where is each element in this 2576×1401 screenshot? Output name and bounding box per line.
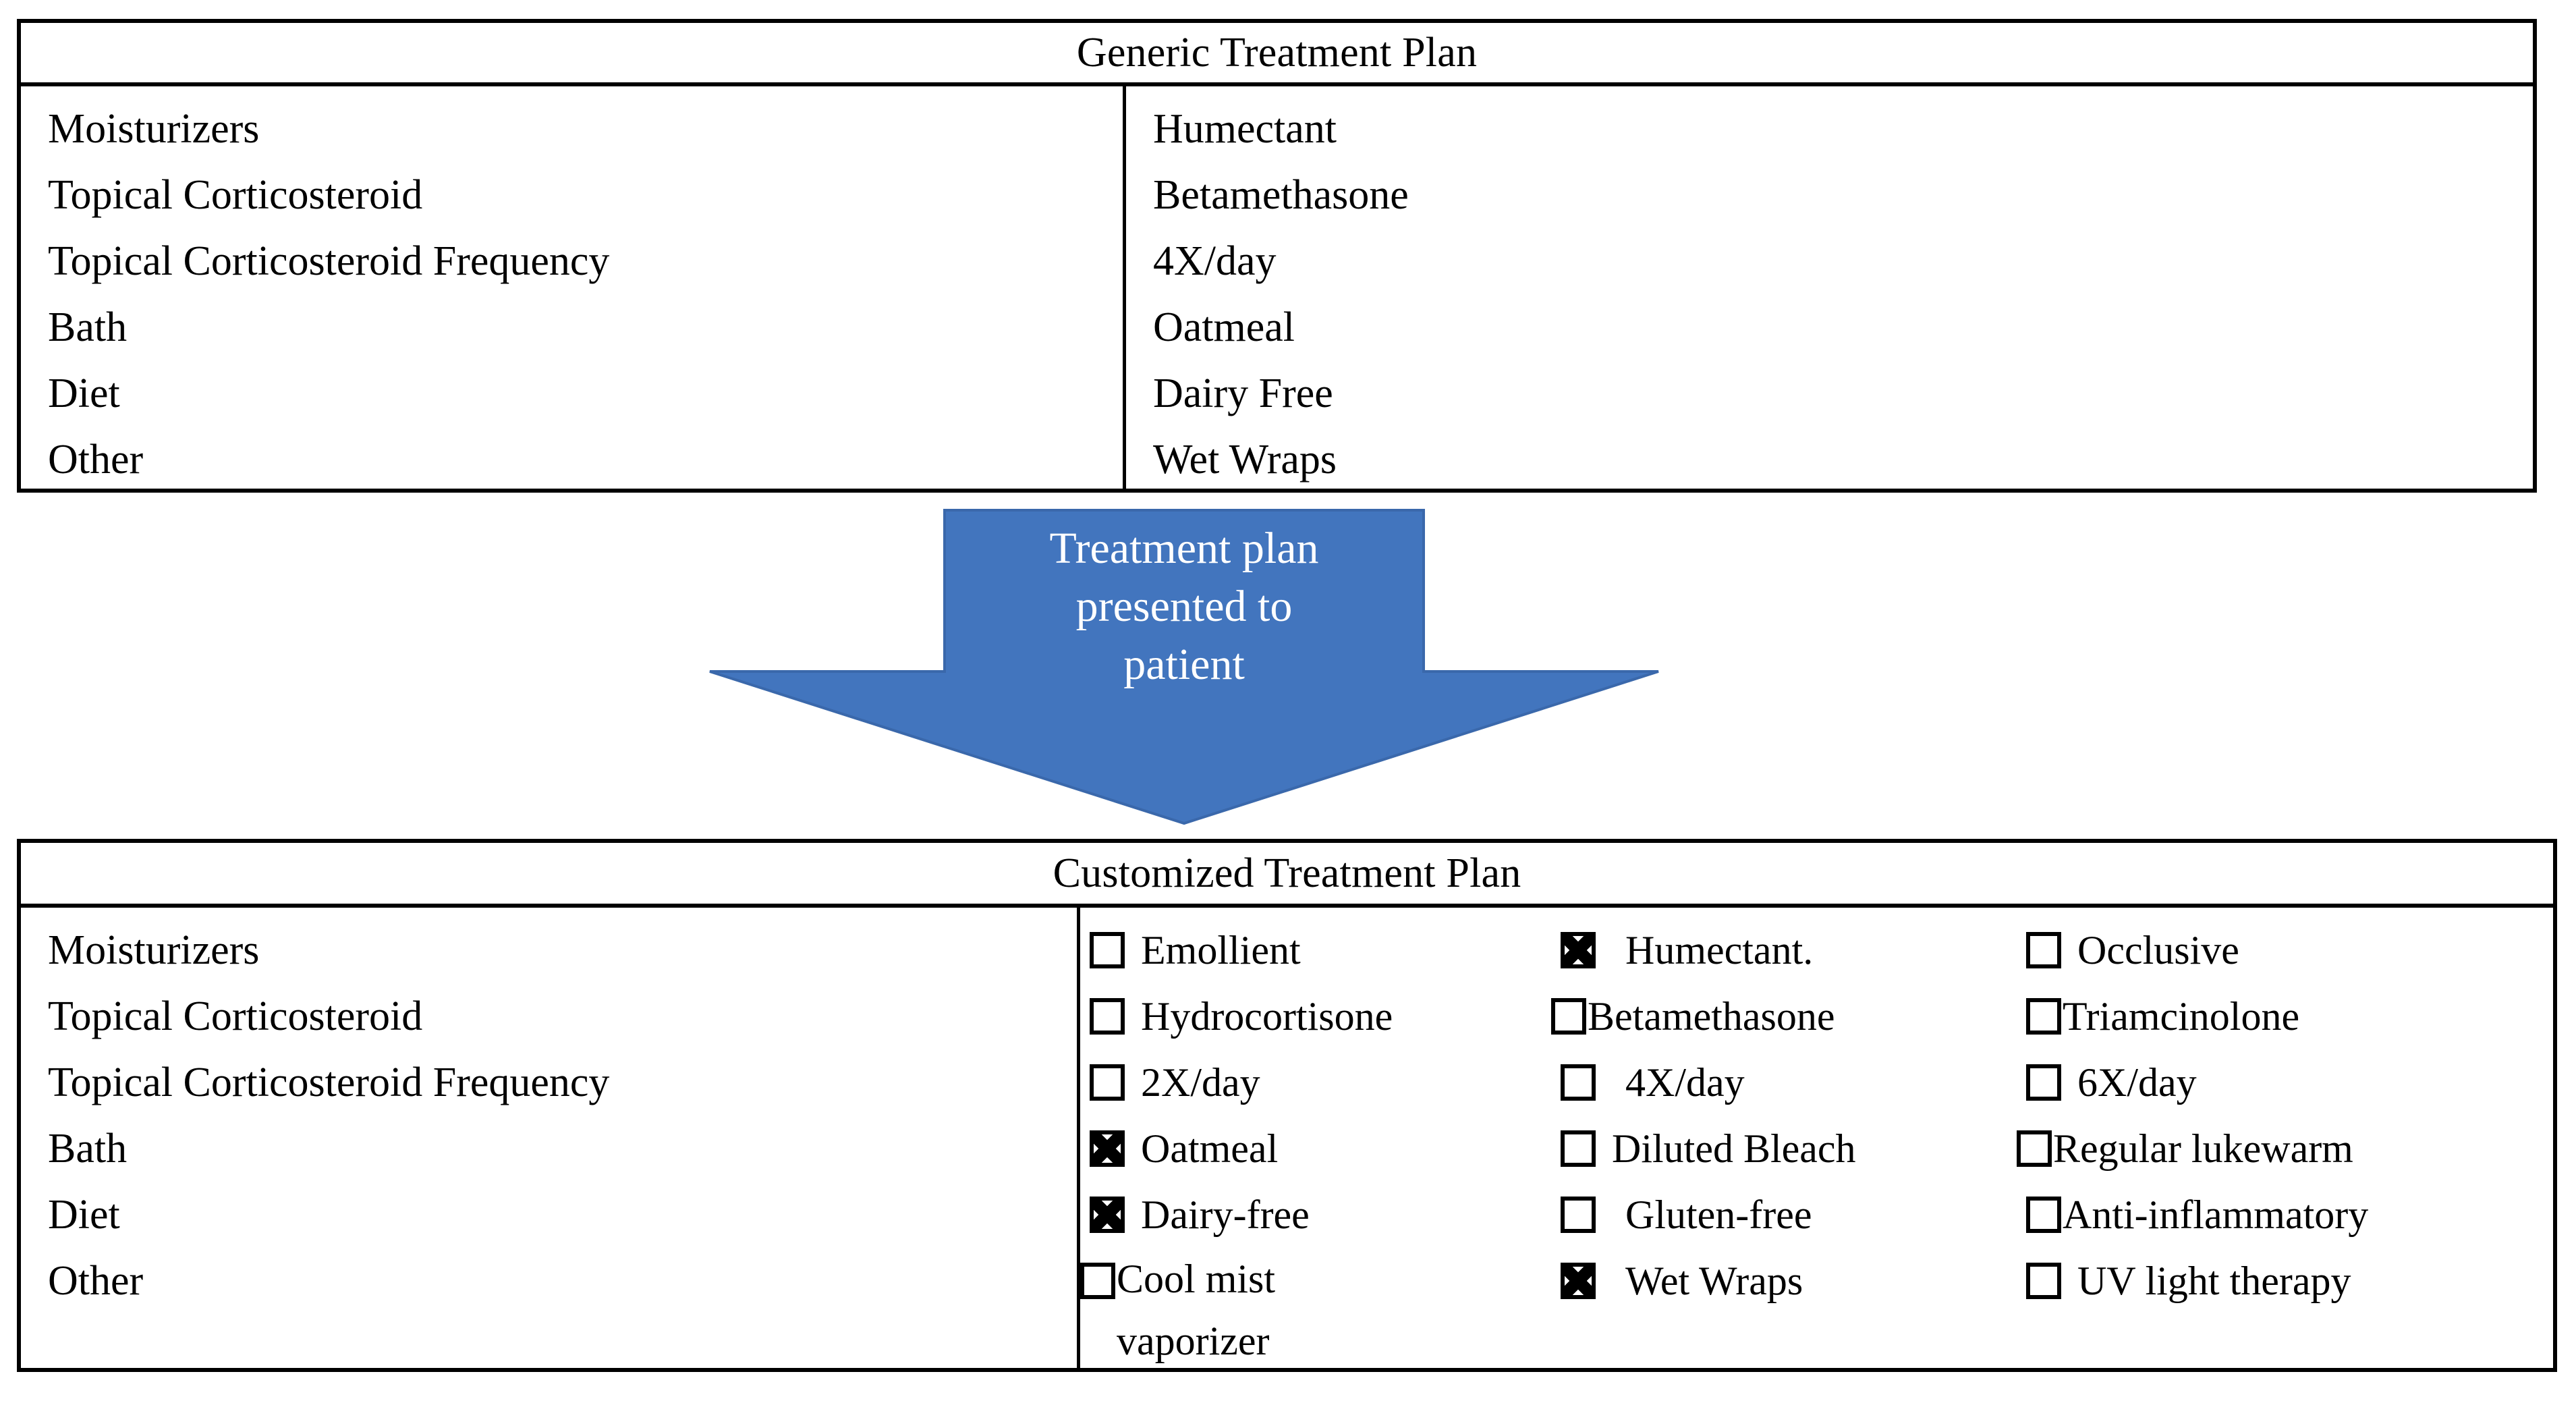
checkbox-label: Wet Wraps [1625, 1259, 1803, 1303]
option-row-topical-corticosteroid: Hydrocortisone Betamethasone Triamcinolo… [1080, 983, 2553, 1049]
table-cell-value: Humectant [1153, 106, 1337, 152]
checkbox-label: Occlusive [2077, 928, 2239, 972]
checkbox-label: 2X/day [1141, 1060, 1260, 1105]
checkbox-checked-icon[interactable] [1561, 1064, 1596, 1101]
checkbox-unchecked-icon[interactable] [1090, 932, 1125, 968]
generic-treatment-plan-table: Generic Treatment Plan Moisturizers Topi… [17, 19, 2537, 493]
customized-plan-body: Moisturizers Topical Corticosteroid Topi… [21, 908, 2553, 1368]
generic-plan-title-row: Generic Treatment Plan [21, 23, 2533, 86]
checkbox-unchecked-icon[interactable] [1561, 1197, 1596, 1233]
table-cell-value: Wet Wraps [1153, 437, 1337, 483]
checkbox-unchecked-icon[interactable] [1090, 998, 1125, 1035]
table-row: Moisturizers [48, 106, 260, 152]
table-row: Moisturizers [48, 927, 260, 973]
customized-plan-category-column: Moisturizers Topical Corticosteroid Topi… [21, 908, 1080, 1368]
generic-plan-value-column: Humectant Betamethasone 4X/day Oatmeal D… [1126, 86, 2533, 489]
checkbox-label: Betamethasone [1588, 994, 1835, 1039]
checkbox-item-4x-day[interactable]: 4X/day [1561, 1049, 2026, 1116]
down-arrow-annotation: Treatment plan presented to patient [707, 507, 1661, 826]
checkbox-label: Emollient [1141, 928, 1301, 972]
checkbox-item-hydrocortisone[interactable]: Hydrocortisone [1080, 983, 1561, 1049]
customized-plan-title-row: Customized Treatment Plan [21, 843, 2553, 908]
checkbox-label: Triamcinolone [2063, 994, 2300, 1039]
option-row-moisturizers: Emollient Humectant. Occlusive [1080, 908, 2553, 983]
checkbox-label: 4X/day [1625, 1060, 1745, 1105]
table-row: Bath [48, 304, 128, 350]
table-cell-value: Betamethasone [1153, 172, 1409, 218]
checkbox-item-anti-inflammatory[interactable]: Anti-inflammatory [2026, 1182, 2512, 1248]
option-row-other: Cool mist vaporizer Wet Wraps UV light t… [1080, 1248, 2553, 1363]
customized-plan-options-column: Emollient Humectant. Occlusive [1080, 908, 2553, 1368]
checkbox-item-gluten-free[interactable]: Gluten-free [1561, 1182, 2026, 1248]
checkbox-checked-icon[interactable] [1561, 932, 1596, 968]
checkbox-label: UV light therapy [2077, 1259, 2351, 1303]
table-row: Topical Corticosteroid Frequency [48, 1060, 610, 1105]
table-cell-value: Dairy Free [1153, 370, 1333, 416]
checkbox-unchecked-icon[interactable] [1080, 1263, 1115, 1299]
checkbox-item-emollient[interactable]: Emollient [1080, 917, 1561, 983]
table-row: Topical Corticosteroid [48, 172, 423, 218]
checkbox-checked-icon[interactable] [1561, 1263, 1596, 1299]
checkbox-item-diluted-bleach[interactable]: Diluted Bleach [1561, 1116, 2026, 1182]
option-row-corticosteroid-frequency: 2X/day 4X/day 6X/day [1080, 1049, 2553, 1116]
checkbox-label: Dairy-free [1141, 1192, 1310, 1237]
option-row-diet: Dairy-free Gluten-free Anti-inflammatory [1080, 1182, 2553, 1248]
customized-treatment-plan-table: Customized Treatment Plan Moisturizers T… [17, 839, 2557, 1372]
generic-plan-title: Generic Treatment Plan [1076, 30, 1478, 76]
checkbox-unchecked-icon[interactable] [2026, 1263, 2061, 1299]
checkbox-checked-icon[interactable] [1090, 1130, 1125, 1167]
checkbox-label: Oatmeal [1141, 1126, 1279, 1171]
checkbox-unchecked-icon[interactable] [1561, 1130, 1596, 1167]
checkbox-item-betamethasone[interactable]: Betamethasone [1551, 983, 2026, 1049]
checkbox-item-uv-light-therapy[interactable]: UV light therapy [2026, 1248, 2512, 1314]
checkbox-label: Humectant. [1625, 928, 1814, 972]
table-row: Bath [48, 1126, 128, 1172]
checkbox-label: Anti-inflammatory [2063, 1192, 2369, 1237]
table-row: Diet [48, 370, 120, 416]
checkbox-item-wet-wraps[interactable]: Wet Wraps [1561, 1248, 2026, 1314]
checkbox-item-occlusive[interactable]: Occlusive [2026, 917, 2512, 983]
table-row: Other [48, 437, 144, 483]
option-row-bath: Oatmeal Diluted Bleach Regular lukewarm [1080, 1116, 2553, 1182]
checkbox-label: Gluten-free [1625, 1192, 1812, 1237]
checkbox-unchecked-icon[interactable] [2026, 1197, 2061, 1233]
checkbox-item-oatmeal[interactable]: Oatmeal [1080, 1116, 1561, 1182]
checkbox-label: Regular lukewarm [2053, 1126, 2353, 1171]
customized-plan-title: Customized Treatment Plan [1053, 850, 1521, 896]
table-row: Topical Corticosteroid [48, 993, 423, 1039]
checkbox-checked-icon[interactable] [1551, 998, 1586, 1035]
checkbox-item-triamcinolone[interactable]: Triamcinolone [2026, 983, 2512, 1049]
checkbox-label: 6X/day [2077, 1060, 2197, 1105]
down-arrow-icon [709, 509, 1659, 825]
checkbox-unchecked-icon[interactable] [2026, 1064, 2061, 1101]
checkbox-item-2x-day[interactable]: 2X/day [1080, 1049, 1561, 1116]
checkbox-item-cool-mist-vaporizer[interactable]: Cool mist vaporizer [1080, 1248, 1561, 1372]
table-cell-value: Oatmeal [1153, 304, 1295, 350]
table-cell-value: 4X/day [1153, 238, 1277, 284]
checkbox-unchecked-icon[interactable] [2026, 998, 2061, 1035]
checkbox-item-6x-day[interactable]: 6X/day [2026, 1049, 2512, 1116]
option-grid: Emollient Humectant. Occlusive [1080, 908, 2553, 1368]
checkbox-label: Hydrocortisone [1141, 994, 1393, 1039]
checkbox-checked-icon[interactable] [1090, 1197, 1125, 1233]
generic-plan-body: Moisturizers Topical Corticosteroid Topi… [21, 86, 2533, 489]
table-row: Other [48, 1258, 144, 1304]
checkbox-item-dairy-free[interactable]: Dairy-free [1080, 1182, 1561, 1248]
table-row: Topical Corticosteroid Frequency [48, 238, 610, 284]
checkbox-unchecked-icon[interactable] [2017, 1130, 2052, 1167]
checkbox-item-humectant[interactable]: Humectant. [1561, 917, 2026, 983]
checkbox-label: Cool mist vaporizer [1117, 1257, 1276, 1363]
generic-plan-category-column: Moisturizers Topical Corticosteroid Topi… [21, 86, 1126, 489]
checkbox-unchecked-icon[interactable] [2026, 932, 2061, 968]
checkbox-label: Diluted Bleach [1612, 1126, 1856, 1171]
checkbox-unchecked-icon[interactable] [1090, 1064, 1125, 1101]
checkbox-item-regular-lukewarm[interactable]: Regular lukewarm [2017, 1116, 2512, 1182]
table-row: Diet [48, 1192, 120, 1238]
